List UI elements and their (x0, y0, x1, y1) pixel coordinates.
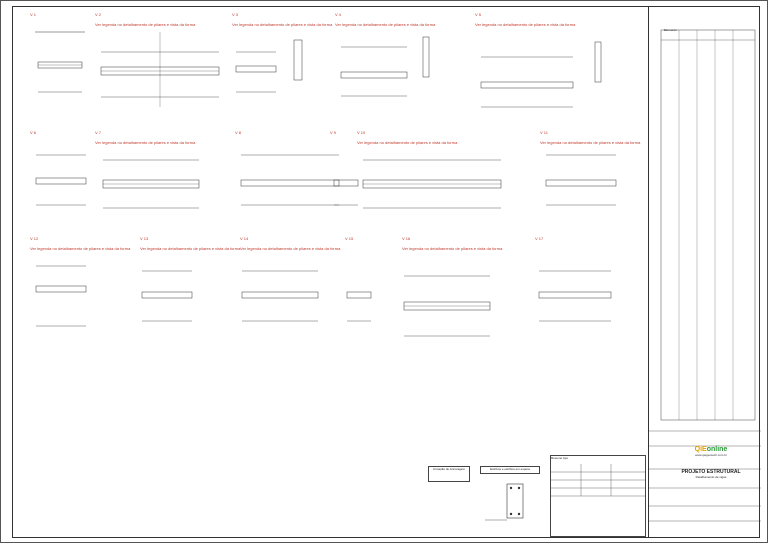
beam-v11-drawing (545, 154, 617, 206)
beam-v9: V 9 (330, 130, 365, 230)
beam-v15: V 15 (345, 236, 380, 346)
beam-note: Ver legenda no detalhamento de pilares e… (475, 22, 576, 27)
beam-v1: V 1 (30, 12, 90, 112)
project-subtitle: Detalhamento de vigas (695, 475, 727, 479)
beam-v10-drawing (362, 159, 502, 209)
beam-tag: V 2 (95, 12, 102, 17)
company-block: QiEonline www.qiegeotech.com.br (666, 446, 756, 457)
project-title: PROJETO ESTRUTURAL (681, 469, 741, 475)
beam-v14-drawing (241, 270, 319, 322)
title-block (648, 6, 761, 538)
legend-anchorage-label: Armação de Ancoragem (432, 467, 466, 471)
beam-v9-drawing (333, 179, 359, 206)
legend-stirrup-box: Estribos e estribos em espera (480, 466, 540, 474)
beam-tag: V 11 (540, 130, 548, 135)
beam-v13: V 13 Ver legenda no detalhamento de pila… (140, 236, 240, 346)
company-logo: QiEonline (694, 446, 728, 453)
beam-tag: V 4 (335, 12, 342, 17)
beam-v17-drawing (538, 270, 612, 322)
beam-v7: V 7 Ver legenda no detalhamento de pilar… (95, 130, 235, 230)
beam-tag: V 10 (357, 130, 366, 135)
company-site: www.qiegeotech.com.br (695, 453, 727, 457)
beam-v5: V 5 Ver legenda no detalhamento de pilar… (475, 12, 645, 122)
beam-v4-drawing (340, 36, 430, 97)
beam-note: Ver legenda no detalhamento de pilares e… (140, 246, 241, 251)
beam-v16-drawing (403, 275, 491, 337)
beam-tag: V 17 (535, 236, 544, 241)
beam-v10: V 10 Ver legenda no detalhamento de pila… (357, 130, 527, 230)
beam-tag: V 15 (345, 236, 354, 241)
stirrup-detail-drawing (485, 483, 524, 521)
beam-tag: V 1 (30, 12, 37, 17)
beam-note: Ver legenda no detalhamento de pilares e… (240, 246, 341, 251)
beam-note: Ver legenda no detalhamento de pilares e… (540, 140, 641, 145)
beam-v17: V 17 (535, 236, 645, 346)
beam-tag: V 7 (95, 130, 102, 135)
beam-v3: V 3 Ver legenda no detalhamento de pilar… (232, 12, 332, 112)
beam-note: Ver legenda no detalhamento de pilares e… (95, 140, 196, 145)
beam-v1-drawing (35, 31, 85, 93)
steel-summary-header: Resumo Aço (551, 456, 569, 460)
beam-tag: V 8 (235, 130, 242, 135)
beam-v12-drawing (35, 265, 87, 327)
schedule-grid (649, 29, 761, 522)
beam-tag: V 3 (232, 12, 239, 17)
steel-table-grid (551, 464, 645, 497)
beam-note: Ver legenda no detalhamento de pilares e… (232, 22, 333, 27)
beam-note: Ver legenda no detalhamento de pilares e… (357, 140, 458, 145)
beam-v6: V 6 (30, 130, 100, 230)
legend-stirrup-label: Estribos e estribos em espera (490, 467, 530, 471)
beam-v4: V 4 Ver legenda no detalhamento de pilar… (335, 12, 445, 112)
beam-note: Ver legenda no detalhamento de pilares e… (95, 22, 196, 27)
beam-tag: V 13 (140, 236, 149, 241)
beam-v13-drawing (141, 270, 193, 322)
beam-v15-drawing (346, 291, 372, 322)
beam-v3-drawing (235, 39, 303, 93)
beam-note: Ver legenda no detalhamento de pilares e… (335, 22, 436, 27)
beam-v14: V 14 Ver legenda no detalhamento de pila… (240, 236, 340, 346)
beam-tag: V 16 (402, 236, 411, 241)
beam-v2-drawing (100, 32, 220, 107)
steel-summary-table: Resumo Aço (550, 455, 646, 537)
beam-v8-drawing (240, 154, 340, 206)
beam-v6-drawing (35, 154, 87, 206)
beam-note: Ver legenda no detalhamento de pilares e… (402, 246, 503, 251)
beam-tag: V 5 (475, 12, 482, 17)
beam-v7-drawing (102, 159, 200, 209)
beam-tag: V 12 (30, 236, 39, 241)
drawing-frame (12, 6, 760, 538)
beam-tag: V 9 (330, 130, 337, 135)
beam-v11: V 11 Ver legenda no detalhamento de pila… (540, 130, 645, 230)
legend-anchorage-box: Armação de Ancoragem (428, 466, 470, 482)
beam-v16: V 16 Ver legenda no detalhamento de pila… (402, 236, 527, 356)
beam-v5-drawing (480, 41, 602, 108)
beam-tag: V 6 (30, 130, 37, 135)
schedule-title: Elemento (664, 28, 677, 32)
beam-v12: V 12 Ver legenda no detalhamento de pila… (30, 236, 130, 346)
beam-v2: V 2 Ver legenda no detalhamento de pilar… (95, 12, 225, 122)
beam-tag: V 14 (240, 236, 249, 241)
beam-note: Ver legenda no detalhamento de pilares e… (30, 246, 131, 251)
beam-v8: V 8 (235, 130, 345, 230)
